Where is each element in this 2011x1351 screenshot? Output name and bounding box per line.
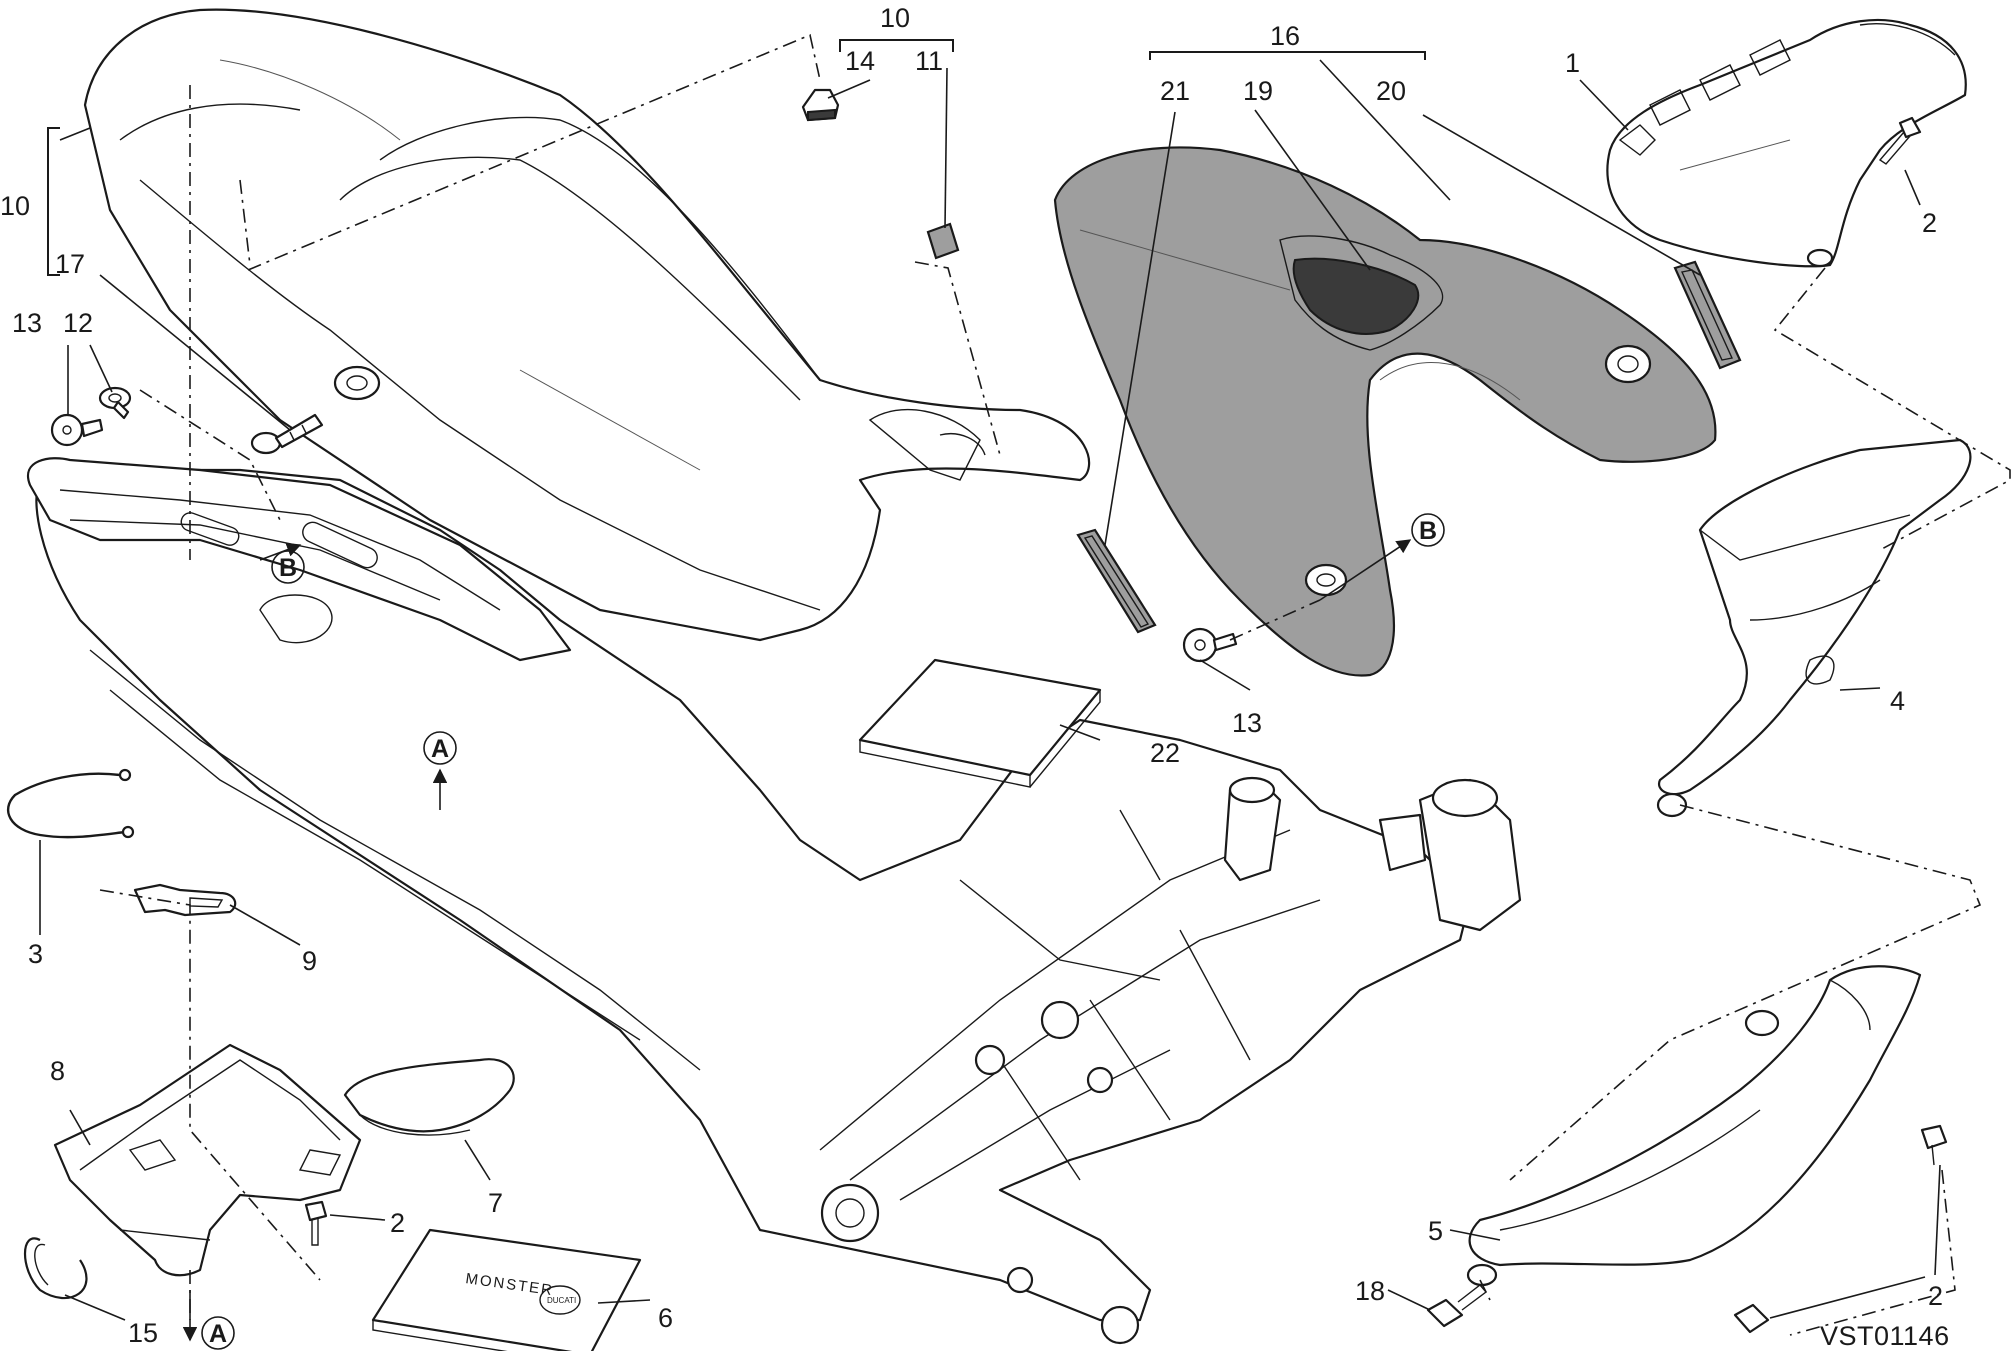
callout-13-right: 13 <box>1232 708 1262 738</box>
decal-21 <box>1076 528 1157 634</box>
callout-10-left: 10 <box>0 191 30 221</box>
manual-logo: DUCATI <box>547 1296 576 1305</box>
pad-7 <box>343 1058 515 1136</box>
callout-9: 9 <box>302 946 317 976</box>
callout-3: 3 <box>28 939 43 969</box>
callout-11: 11 <box>915 46 943 76</box>
callout-4: 4 <box>1890 686 1905 716</box>
callout-12: 12 <box>63 308 93 338</box>
callout-14: 14 <box>845 46 875 76</box>
screw-18 <box>1426 1284 1488 1328</box>
frame <box>26 457 1522 1345</box>
drawing-code: VST01146 <box>1820 1321 1950 1351</box>
side-panel-5 <box>1466 965 1922 1287</box>
cable-3 <box>6 768 135 839</box>
callout-18: 18 <box>1355 1276 1385 1306</box>
callout-8: 8 <box>50 1056 65 1086</box>
foam-pad-11 <box>926 222 960 260</box>
screw-2-right <box>1733 1124 1948 1334</box>
side-panel-1 <box>1606 18 1967 268</box>
callout-labels: 1 2 2 2 3 4 5 6 7 8 9 10 10 11 12 13 13 … <box>0 3 1943 1348</box>
passenger-seat-cover <box>1053 146 1717 677</box>
callout-2-top: 2 <box>1922 208 1937 238</box>
callout-1: 1 <box>1565 48 1580 78</box>
callout-20: 20 <box>1376 76 1406 106</box>
callout-13-left: 13 <box>12 308 42 338</box>
fastener-13-right <box>1182 627 1238 663</box>
assembly-lines <box>99 261 2011 1342</box>
ref-mark-a-tray: A <box>209 1320 227 1348</box>
side-panel-4 <box>1656 438 1972 818</box>
callout-21: 21 <box>1160 76 1190 106</box>
grommet-12 <box>98 386 132 420</box>
callout-7: 7 <box>488 1188 503 1218</box>
tray-8 <box>53 1043 362 1277</box>
callout-15: 15 <box>128 1318 158 1348</box>
fastener-13-left <box>50 413 104 447</box>
screw-2-tray <box>304 1200 328 1246</box>
ref-mark-b-cover: B <box>1419 517 1437 545</box>
owner-manual-6: MONSTER DUCATI <box>371 1228 642 1351</box>
manual-22 <box>858 658 1102 788</box>
latch-9 <box>133 883 237 917</box>
callout-17: 17 <box>55 249 85 279</box>
ref-mark-b-seat: B <box>279 554 297 582</box>
callout-6: 6 <box>658 1303 673 1333</box>
reference-marks: B A B A <box>209 517 1437 1348</box>
rider-seat <box>83 8 1091 642</box>
callout-2-right: 2 <box>1928 1281 1943 1311</box>
callout-2-tray: 2 <box>390 1208 405 1238</box>
callout-22: 22 <box>1150 738 1180 768</box>
rubber-pad-14 <box>801 88 840 122</box>
callout-10-top: 10 <box>880 3 910 33</box>
screw-2-top <box>1878 116 1922 165</box>
callout-19: 19 <box>1243 76 1273 106</box>
pin-17 <box>250 413 324 455</box>
strap-15 <box>23 1237 88 1300</box>
callout-5: 5 <box>1428 1216 1443 1246</box>
ref-mark-a-frame: A <box>431 735 449 763</box>
leader-lines <box>39 39 1941 1350</box>
callout-16: 16 <box>1270 21 1300 51</box>
decal-20 <box>1673 260 1742 370</box>
